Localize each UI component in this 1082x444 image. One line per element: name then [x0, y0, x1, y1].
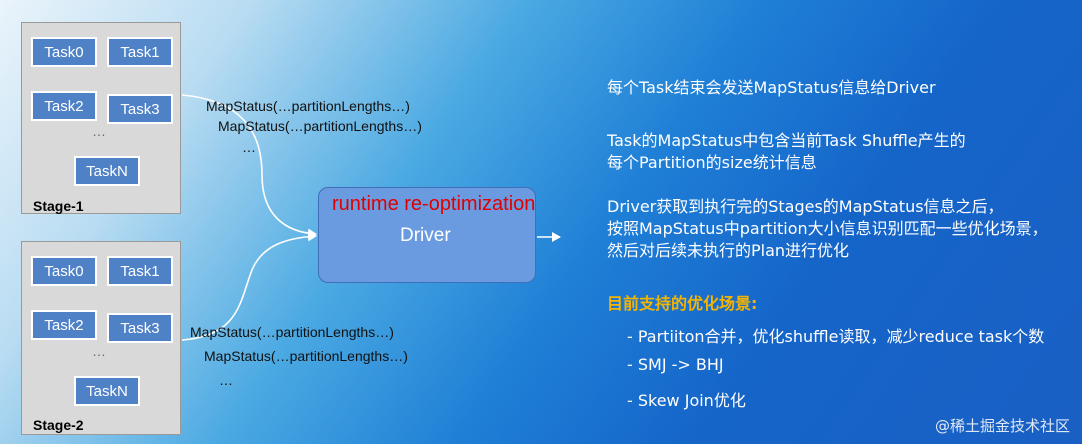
stage2-task1: Task1 — [107, 256, 173, 286]
driver-box — [318, 187, 536, 283]
stage1-task1: Task1 — [107, 37, 173, 67]
stage2-task3: Task3 — [107, 313, 173, 343]
mapstatus-bottom-1: MapStatus(…partitionLengths…) — [190, 324, 394, 340]
note-p3-line3: 然后对后续未执行的Plan进行优化 — [607, 241, 850, 260]
stage2-task0: Task0 — [31, 256, 97, 286]
stage1-dots: … — [92, 123, 107, 139]
stage-2-box: Task0 Task1 Task2 Task3 … TaskN Stage-2 — [21, 241, 181, 435]
stage1-task0: Task0 — [31, 37, 97, 67]
mapstatus-top-2: MapStatus(…partitionLengths…) — [218, 118, 422, 134]
stage1-task2: Task2 — [31, 91, 97, 121]
mapstatus-bottom-2: MapStatus(…partitionLengths…) — [204, 348, 408, 364]
note-p1: 每个Task结束会发送MapStatus信息给Driver — [607, 78, 936, 97]
scenario-item-2: - SMJ -> BHJ — [627, 355, 724, 374]
note-p3-line2: 按照MapStatus中partition大小信息识别匹配一些优化场景， — [607, 219, 1048, 238]
mapstatus-top-dots: … — [242, 139, 256, 155]
stage2-label: Stage-2 — [33, 417, 84, 433]
stage-1-box: Task0 Task1 Task2 Task3 … TaskN Stage-1 — [21, 22, 181, 214]
stage1-task3: Task3 — [107, 94, 173, 124]
scenario-item-3: - Skew Join优化 — [627, 391, 746, 410]
arrow-stage2-to-driver — [181, 231, 317, 341]
stage1-label: Stage-1 — [33, 198, 84, 214]
stage2-taskn: TaskN — [74, 376, 140, 406]
note-p3-line1: Driver获取到执行完的Stages的MapStatus信息之后， — [607, 197, 1004, 216]
note-p2-line2: 每个Partition的size统计信息 — [607, 153, 817, 172]
scenarios-heading: 目前支持的优化场景: — [607, 294, 758, 313]
note-p2-line1: Task的MapStatus中包含当前Task Shuffle产生的 — [607, 131, 966, 150]
stage2-dots: … — [92, 343, 107, 359]
stage2-task2: Task2 — [31, 310, 97, 340]
mapstatus-bottom-dots: … — [219, 372, 233, 388]
driver-label: Driver — [400, 225, 451, 246]
scenario-item-1: - Partiiton合并，优化shuffle读取，减少reduce task个… — [627, 327, 1045, 346]
stage1-taskn: TaskN — [74, 156, 140, 186]
mapstatus-top-1: MapStatus(…partitionLengths…) — [206, 98, 410, 114]
arrow-stage1-to-driver — [181, 94, 317, 239]
watermark: @稀土掘金技术社区 — [934, 417, 1070, 435]
runtime-reoptimization-label: runtime re-optimization — [332, 193, 536, 215]
